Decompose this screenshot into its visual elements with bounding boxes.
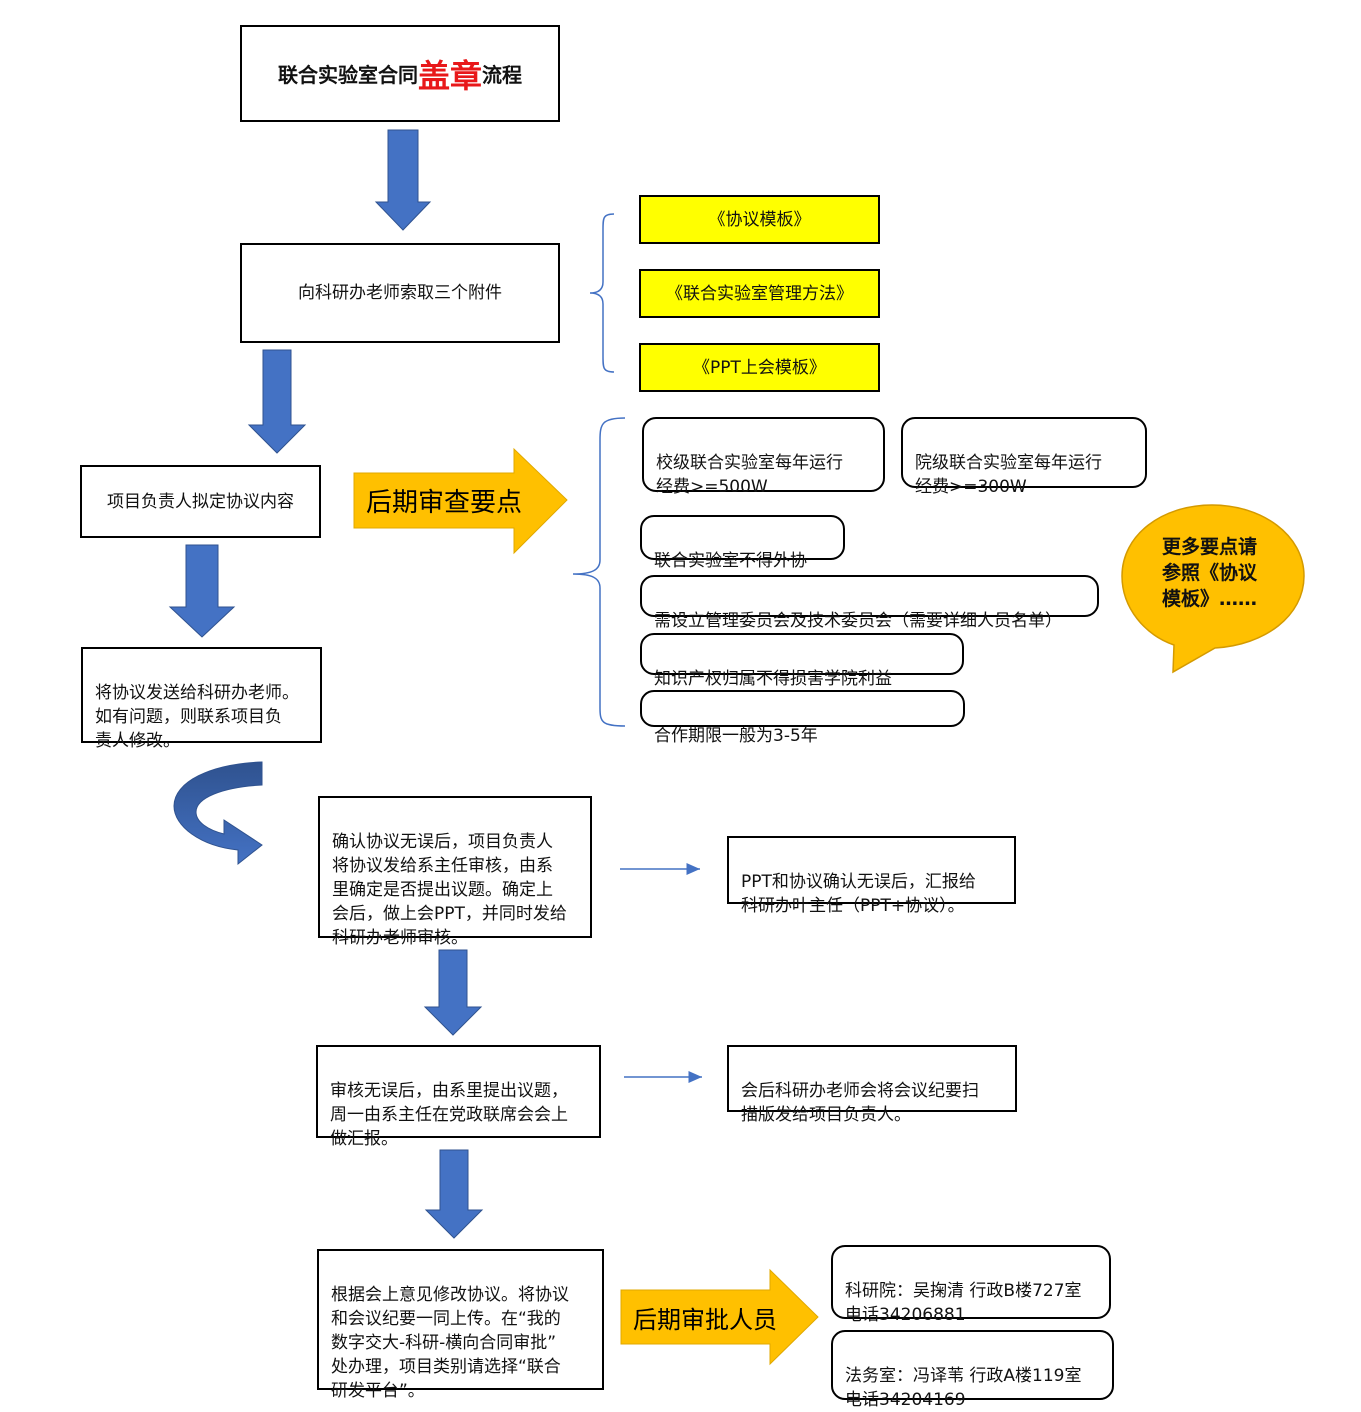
attachment-2-text: 《联合实验室管理方法》 [666,283,853,304]
review-callout-label: 后期审查要点 [366,488,523,518]
down-arrow-3 [168,544,236,638]
approver-research-institute: 科研院：吴掬清 行政B楼727室 电话34206881 [831,1245,1111,1325]
review-point-no-outsourcing: 联合实验室不得外协 [640,515,845,571]
attachment-agreement-template: 《协议模板》 [639,195,880,244]
approver-2-text: 法务室：冯译苇 行政A楼119室 电话34204169 [845,1366,1082,1410]
speech-bubble [1121,504,1305,674]
title-suffix: 流程 [482,63,522,87]
approver-legal-office: 法务室：冯译苇 行政A楼119室 电话34204169 [831,1330,1114,1410]
step-request-attachments-text: 向科研办老师索取三个附件 [298,283,502,303]
review-point-4-text: 需设立管理委员会及技术委员会（需要详细人员名单） [654,611,1062,631]
step-draft-agreement-text: 项目负责人拟定协议内容 [107,491,294,512]
down-arrow-1 [374,129,432,231]
curved-arrow [173,761,263,866]
step-meeting-report-text: 审核无误后，由系里提出议题， 周一由系主任在党政联席会会上 做汇报。 [330,1081,568,1149]
down-arrow-5 [424,1149,484,1239]
approver-callout-label: 后期审批人员 [633,1306,777,1334]
attachment-ppt-template: 《PPT上会模板》 [639,343,880,392]
note-report-to-director: PPT和协议确认无误后，汇报给 科研办叶主任（PPT+协议）。 [727,836,1016,916]
attachment-lab-management: 《联合实验室管理方法》 [639,269,880,318]
review-point-3-text: 联合实验室不得外协 [654,551,807,571]
approver-callout-arrow [620,1268,819,1366]
review-point-ip: 知识产权归属不得损害学院利益 [640,633,964,689]
step-draft-agreement: 项目负责人拟定协议内容 [80,465,321,538]
approver-1-text: 科研院：吴掬清 行政B楼727室 电话34206881 [845,1281,1082,1325]
step-department-review-text: 确认协议无误后，项目负责人 将协议发给系主任审核，由系 里确定是否提出议题。确定… [332,832,567,948]
note-meeting-minutes: 会后科研办老师会将会议纪要扫 描版发给项目负责人。 [727,1045,1017,1125]
review-point-1-text: 校级联合实验室每年运行 经费>=500W [656,453,843,497]
down-arrow-2 [247,349,307,454]
review-point-school-funding: 校级联合实验室每年运行 经费>=500W [642,417,885,497]
review-callout-arrow [353,447,568,555]
note-2-text: 会后科研办老师会将会议纪要扫 描版发给项目负责人。 [741,1081,979,1125]
step-upload-contract: 根据会上意见修改协议。将协议 和会议纪要一同上传。在“我的 数字交大-科研-横向… [317,1249,604,1401]
review-brace [572,417,626,727]
speech-bubble-text: 更多要点请 参照《协议 模板》…… [1162,536,1258,610]
review-point-2-text: 院级联合实验室每年运行 经费>=300W [915,453,1102,497]
title-prefix: 联合实验室合同 [277,63,418,87]
review-point-college-funding: 院级联合实验室每年运行 经费>=300W [901,417,1147,497]
attachments-brace [589,213,615,373]
review-point-committees: 需设立管理委员会及技术委员会（需要详细人员名单） [640,575,1099,631]
step-send-agreement-text: 将协议发送给科研办老师。 如有问题，则联系项目负 责人修改。 [95,683,299,751]
step-meeting-report: 审核无误后，由系里提出议题， 周一由系主任在党政联席会会上 做汇报。 [316,1045,601,1149]
attachment-1-text: 《协议模板》 [708,209,811,230]
step-request-attachments: 向科研办老师索取三个附件 [240,243,560,343]
step-send-agreement: 将协议发送给科研办老师。 如有问题，则联系项目负 责人修改。 [81,647,322,751]
flow-title: 联合实验室合同盖章流程 [240,25,560,122]
step-upload-contract-text: 根据会上意见修改协议。将协议 和会议纪要一同上传。在“我的 数字交大-科研-横向… [331,1285,569,1401]
review-point-6-text: 合作期限一般为3-5年 [654,726,818,746]
attachment-3-text: 《PPT上会模板》 [693,357,826,378]
title-highlight: 盖章 [417,56,482,95]
step-department-review: 确认协议无误后，项目负责人 将协议发给系主任审核，由系 里确定是否提出议题。确定… [318,796,592,948]
review-point-5-text: 知识产权归属不得损害学院利益 [654,669,892,689]
note-1-text: PPT和协议确认无误后，汇报给 科研办叶主任（PPT+协议）。 [741,872,976,916]
review-point-term: 合作期限一般为3-5年 [640,690,965,746]
down-arrow-4 [423,949,483,1036]
